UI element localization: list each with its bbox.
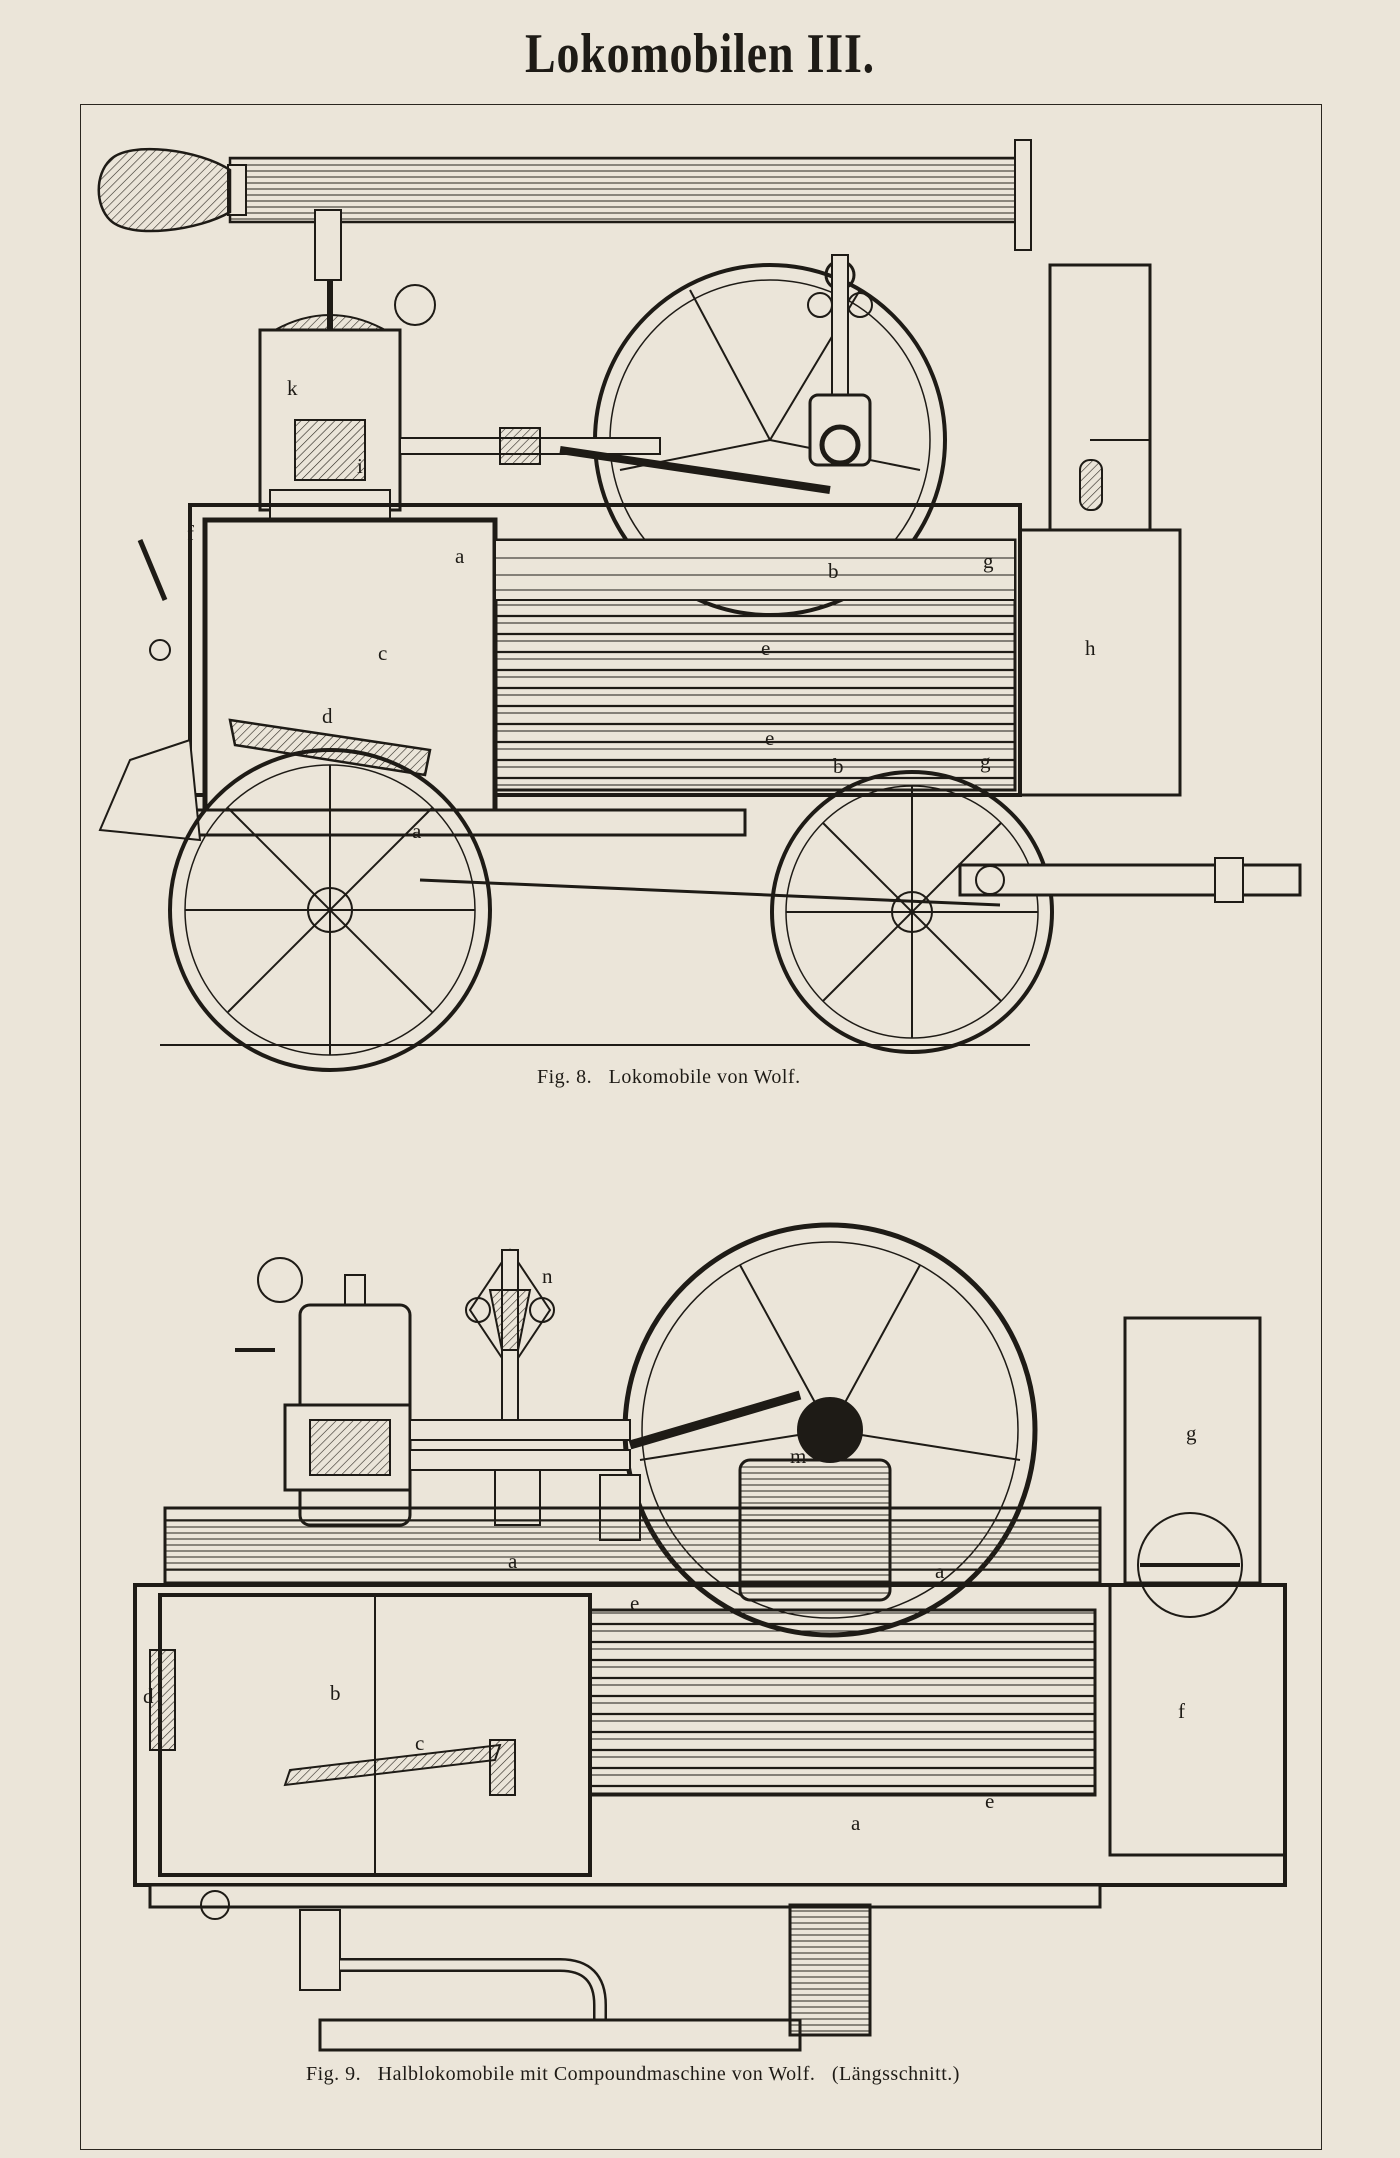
- page-title: Lokomobilen III.: [525, 23, 875, 85]
- label-m: m: [790, 1444, 806, 1468]
- figure-8-lokomobile: a a b b c d e e f g g h i k: [97, 139, 1302, 1072]
- label-c: c: [378, 641, 387, 665]
- figure-9-halblokomobile: a a a b c d e e f g m n: [133, 1222, 1287, 2052]
- label-n: n: [542, 1264, 553, 1288]
- governor-fig9: [465, 1248, 555, 1421]
- figure-8-caption: Fig. 8. Lokomobile von Wolf.: [537, 1066, 801, 1088]
- label-c: c: [415, 1731, 424, 1755]
- label-a-top: a: [455, 544, 465, 568]
- governor: [807, 254, 873, 467]
- label-a-bottom: a: [851, 1811, 861, 1835]
- hp-cylinder: [235, 1257, 412, 1527]
- chimney: [97, 139, 1032, 251]
- label-g-bottom: g: [980, 749, 991, 773]
- label-f: f: [187, 521, 194, 545]
- label-a-bottom: a: [412, 819, 422, 843]
- smokebox: [1018, 263, 1182, 797]
- boiler: [188, 503, 1022, 837]
- figure-9-caption: Fig. 9. Halblokomobile mit Compoundmasch…: [306, 2063, 960, 2085]
- label-e-top: e: [761, 636, 770, 660]
- label-b: b: [330, 1681, 341, 1705]
- piston-rod: [399, 427, 831, 494]
- boiler-fig9: [133, 1506, 1287, 1887]
- label-e-bottom: e: [765, 726, 774, 750]
- label-g-top: g: [983, 549, 994, 573]
- label-b-top: b: [828, 559, 839, 583]
- rear-wheel: [168, 748, 492, 1072]
- plate-frame: [80, 104, 1322, 2150]
- label-g: g: [1186, 1421, 1197, 1445]
- label-a-right: a: [935, 1559, 945, 1583]
- front-wheel: [770, 770, 1054, 1054]
- drawbar: [419, 857, 1302, 907]
- label-i: i: [357, 454, 363, 478]
- underframe: [148, 1883, 1102, 2052]
- label-e-top: e: [630, 1591, 639, 1615]
- steam-cylinder: [258, 209, 436, 531]
- label-k: k: [287, 376, 298, 400]
- label-b-bottom: b: [833, 754, 844, 778]
- label-f: f: [1178, 1699, 1185, 1723]
- smokebox-fig9: [1108, 1316, 1287, 1857]
- label-a-left: a: [508, 1549, 518, 1573]
- label-h: h: [1085, 636, 1096, 660]
- label-d: d: [143, 1684, 154, 1708]
- label-d: d: [322, 704, 333, 728]
- firedoor: [98, 539, 202, 842]
- label-e-bottom: e: [985, 1789, 994, 1813]
